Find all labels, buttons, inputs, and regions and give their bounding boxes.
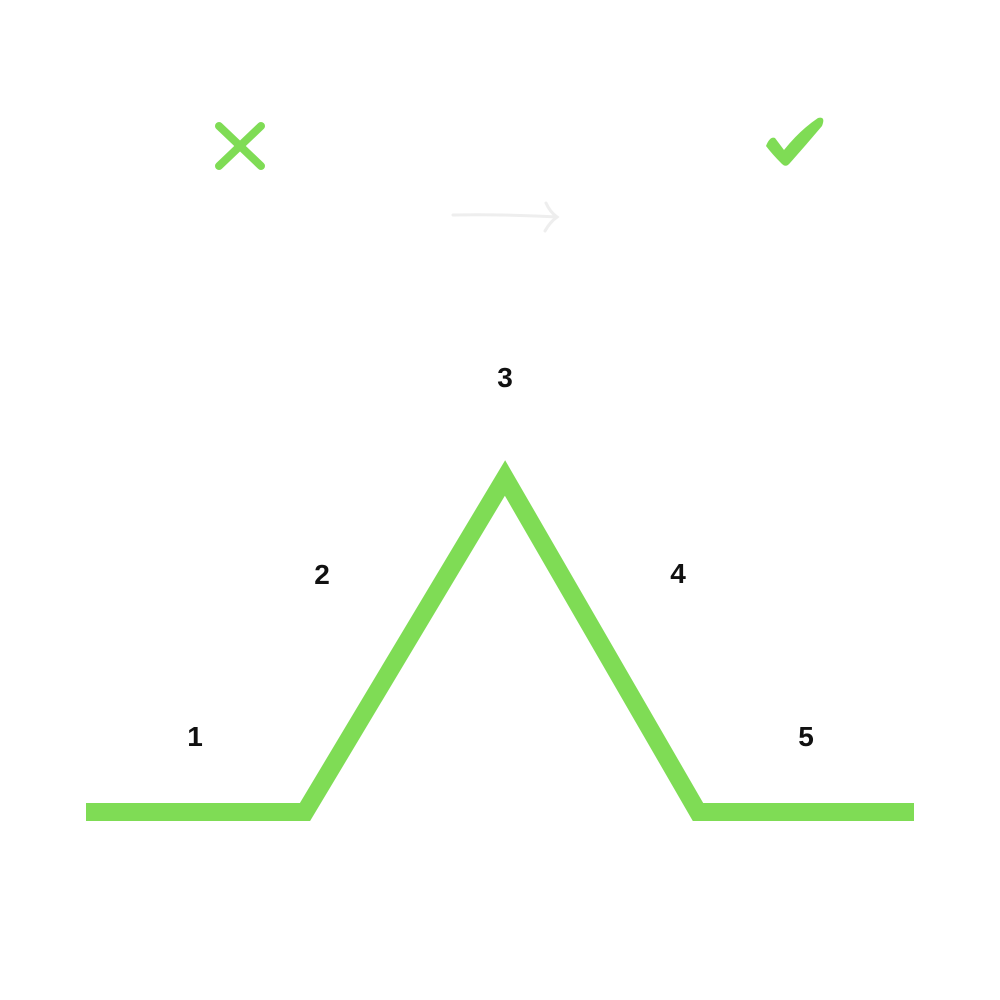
peak-line — [86, 460, 914, 821]
label-3: 3 — [497, 362, 513, 393]
label-5: 5 — [798, 721, 814, 752]
label-2: 2 — [314, 559, 330, 590]
arrow-right-icon — [451, 201, 560, 233]
x-mark-icon — [215, 122, 265, 170]
label-4: 4 — [670, 558, 686, 589]
check-mark-icon — [766, 117, 824, 166]
label-1: 1 — [187, 721, 203, 752]
